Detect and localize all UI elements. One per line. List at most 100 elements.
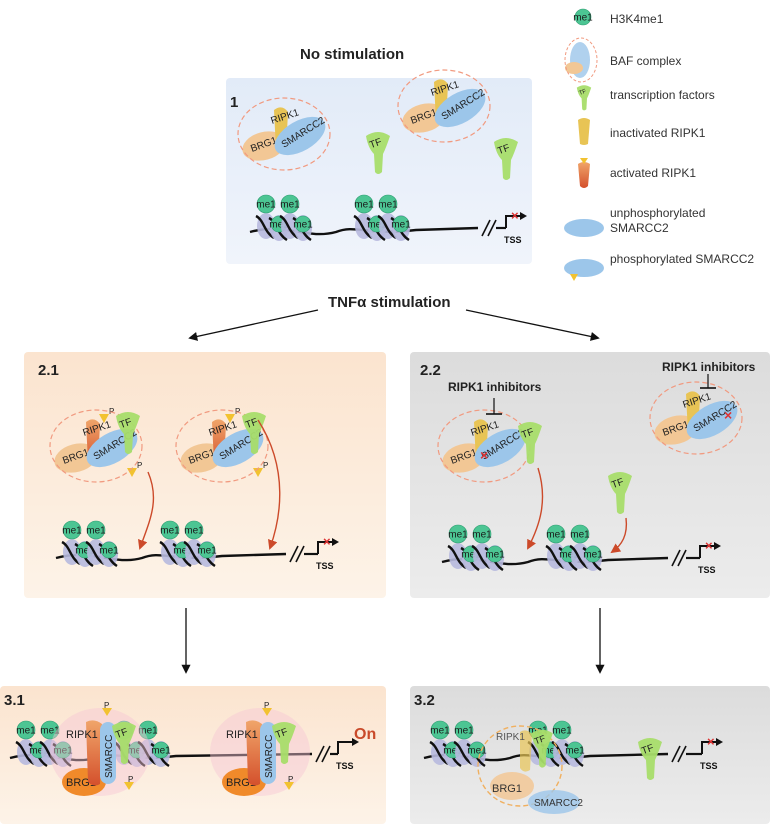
me1-mark bbox=[280, 194, 300, 214]
legend-unphospho-smarcc2-text: unphosphorylated SMARCC2 bbox=[610, 206, 706, 235]
me1-mark bbox=[86, 520, 106, 540]
me1-text: me1 bbox=[354, 200, 374, 211]
brg1-shape bbox=[654, 415, 698, 445]
phospho-p-text: P bbox=[235, 407, 240, 416]
smarcc2-text: SMARCC bbox=[104, 735, 115, 778]
legend-inactive-ripk1-icon bbox=[578, 118, 590, 145]
me1-mark bbox=[454, 720, 474, 740]
me1-mark bbox=[138, 720, 158, 740]
me1-mark bbox=[570, 524, 590, 544]
tf-shape bbox=[638, 738, 662, 780]
panel-1-label: 1 bbox=[230, 94, 239, 111]
ripk1-shape bbox=[246, 720, 262, 786]
blocked-x-icon: × bbox=[724, 407, 732, 423]
tss-arrow bbox=[505, 215, 522, 228]
tss-label: TSS bbox=[504, 235, 522, 245]
me1-text: me1 bbox=[197, 546, 217, 557]
me1-text: me1 bbox=[570, 530, 590, 541]
tss-arrow bbox=[337, 741, 354, 754]
me1-text: me1 bbox=[127, 746, 147, 757]
phospho-mark bbox=[102, 708, 112, 716]
me1-text: me1 bbox=[160, 526, 180, 537]
panel-3-1-content: me1me1me1me1me1me1me1me1TSSBRG1RIPK1SMAR… bbox=[9, 701, 359, 796]
baf-dashed-outline bbox=[649, 381, 743, 455]
me1-text: me1 bbox=[173, 546, 193, 557]
break-mark bbox=[289, 545, 299, 563]
me1-text: me1 bbox=[546, 530, 566, 541]
ripk1-shape bbox=[520, 730, 532, 772]
me1-text: me1 bbox=[573, 13, 593, 24]
tss-arrow-head bbox=[352, 738, 359, 746]
red-recruit-arrow bbox=[610, 517, 628, 554]
smarcc2-text: SMARCC2 bbox=[534, 798, 583, 809]
ripk1-text: RIPK1 bbox=[226, 729, 258, 741]
smarcc2-shape bbox=[686, 400, 738, 440]
tf-shape bbox=[531, 729, 553, 768]
dna-wrap bbox=[61, 540, 81, 566]
tss-arrow-head bbox=[332, 538, 339, 546]
me1-mark bbox=[198, 541, 216, 559]
dna-wrap bbox=[353, 214, 373, 240]
dna-wrap bbox=[255, 214, 275, 240]
me1-mark bbox=[40, 720, 60, 740]
phospho-p-text: P bbox=[104, 701, 109, 710]
phospho-mark bbox=[99, 414, 109, 423]
phospho-p-text: P bbox=[128, 775, 133, 784]
me1-mark bbox=[574, 8, 592, 26]
legend-active-ripk1-p bbox=[580, 158, 588, 164]
tf-shape bbox=[272, 722, 296, 764]
dna-wrap bbox=[15, 740, 35, 766]
legend-smarcc2-icon bbox=[564, 219, 604, 237]
me1-text: me1 bbox=[565, 746, 585, 757]
tf-shape bbox=[116, 412, 140, 454]
baf-dashed-outline bbox=[175, 409, 269, 483]
me1-text: me1 bbox=[454, 726, 474, 737]
dna-wrap bbox=[159, 540, 179, 566]
panel-2-2-label: 2.2 bbox=[420, 362, 441, 379]
dna-wrap bbox=[85, 540, 105, 566]
phospho-p-text: P bbox=[288, 775, 293, 784]
panel-3-2-content: me1me1me1me1me1me1me1me1×TSSBRG1SMARCC2R… bbox=[423, 720, 723, 814]
flow-arrow-to-2-2 bbox=[465, 309, 600, 341]
tf-text: TF bbox=[274, 727, 289, 742]
tf-text: TF bbox=[610, 477, 625, 492]
red-recruit-arrow bbox=[257, 419, 281, 550]
me1-text: me1 bbox=[293, 220, 313, 231]
legend-active-ripk1-text: activated RIPK1 bbox=[610, 166, 697, 180]
blocked-x-icon: × bbox=[707, 734, 715, 749]
dna-wrap bbox=[447, 544, 467, 570]
dna-wrap bbox=[39, 740, 59, 766]
me1-mark bbox=[160, 520, 180, 540]
blocked-x-icon: × bbox=[323, 534, 331, 549]
smarcc2-shape bbox=[100, 722, 116, 784]
me1-text: me1 bbox=[378, 200, 398, 211]
blocked-x-icon: × bbox=[480, 447, 488, 463]
me1-mark bbox=[566, 741, 584, 759]
break-mark bbox=[677, 745, 687, 763]
me1-text: me1 bbox=[40, 726, 60, 737]
me1-mark bbox=[430, 720, 450, 740]
me1-text: me1 bbox=[151, 746, 171, 757]
tf-text: TF bbox=[368, 137, 383, 152]
legend-phospho-smarcc2-icon bbox=[564, 259, 604, 277]
me1-mark bbox=[152, 741, 170, 759]
dna-wrap bbox=[377, 214, 397, 240]
dna-wrap bbox=[183, 540, 203, 566]
phospho-p-text: P bbox=[137, 461, 142, 470]
me1-mark bbox=[584, 545, 602, 563]
baf-dashed-outline bbox=[49, 409, 143, 483]
smarcc2-shape bbox=[260, 722, 276, 784]
break-mark bbox=[671, 549, 681, 567]
phospho-mark bbox=[253, 468, 263, 477]
me1-text: me1 bbox=[485, 550, 505, 561]
phospho-mark bbox=[127, 468, 137, 477]
me1-text: me1 bbox=[461, 550, 481, 561]
legend-active-ripk1-icon bbox=[578, 162, 590, 188]
smarcc2-shape bbox=[434, 88, 486, 128]
break-mark bbox=[321, 745, 331, 763]
tf-shape bbox=[608, 472, 632, 514]
dna-wrap bbox=[137, 740, 157, 766]
dna-wrap bbox=[545, 544, 565, 570]
